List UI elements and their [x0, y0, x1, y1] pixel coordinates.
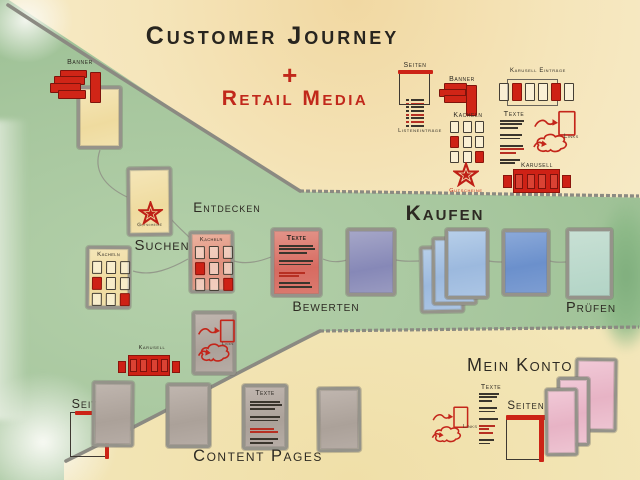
konto-page-card-front	[544, 387, 579, 457]
background-fade-left	[0, 120, 28, 420]
title-subtitle: Retail Media	[221, 87, 369, 110]
gutscheine-star-icon	[136, 199, 165, 230]
legend-listeneintraege-label: Listeneinträge	[398, 128, 442, 134]
legend-karusell-eintraege-label: Karusell Einträge	[510, 68, 566, 74]
background-fade-topleft	[0, 0, 73, 63]
karusell-mid-label: Karusell	[138, 345, 166, 351]
content-texte-label: Texte	[255, 390, 275, 397]
legend-karusell-eintraege-icon	[499, 83, 574, 101]
purple-card	[346, 228, 396, 296]
gutscheine-card-label: Gutscheine	[137, 222, 163, 229]
entdecken-kacheln-label: Kacheln	[199, 236, 223, 244]
page-title: Customer Journey	[145, 22, 400, 50]
legend-gutscheine-label: Gutscheine	[449, 188, 483, 194]
suchen-kacheln-label: Kacheln	[97, 251, 121, 259]
bewerten-texte-card: Texte	[271, 228, 322, 297]
links-card-icon: Links	[196, 317, 236, 369]
legend-seiten-label: Seiten	[403, 62, 427, 69]
suchen-kacheln-grid	[91, 260, 131, 307]
legend-seiten-icon	[398, 70, 433, 105]
kaufen-card-front	[445, 228, 489, 299]
content-page-card-1	[91, 380, 135, 448]
legend-links-icon: Links	[531, 108, 587, 160]
bewerten-texte-label: Texte	[286, 233, 307, 242]
stage-label-pruefen: Prüfen	[565, 300, 617, 316]
legend-kacheln-label: Kacheln	[453, 112, 483, 119]
banner-label-topleft: Banner	[67, 59, 93, 66]
seiten-label-konto: Seiten	[507, 400, 545, 412]
legend-texte-label: Texte	[503, 109, 525, 118]
stage-label-kaufen: Kaufen	[405, 202, 485, 225]
suchen-kacheln-card: Kacheln	[85, 245, 132, 310]
pruefen-card	[566, 228, 613, 299]
konto-links-icon: Links	[430, 404, 478, 449]
boundary-line-top-horizontal	[299, 189, 640, 198]
stage-label-suchen: Suchen	[134, 237, 190, 254]
gutscheine-card: Gutscheine	[126, 166, 173, 237]
entdecken-kacheln-grid	[194, 245, 234, 292]
konto-texte-lines	[479, 393, 500, 446]
kaufen-dark-blue-card	[502, 229, 550, 296]
content-texte-lines	[250, 401, 284, 445]
legend-texte-icon	[500, 120, 527, 166]
bewerten-texte-lines	[279, 245, 315, 289]
stage-label-entdecken: Entdecken	[193, 200, 261, 215]
boundary-line-top-diagonal	[6, 3, 302, 193]
stage-label-mein-konto: Mein Konto	[467, 355, 573, 375]
legend-banner-label: Banner	[449, 76, 475, 83]
legend-karusell-label: Karusell	[521, 162, 553, 169]
connector-lines	[97, 149, 567, 274]
title-plus-sign: +	[282, 60, 298, 90]
legend-gutscheine-icon	[451, 160, 481, 188]
links-card: Links	[192, 311, 236, 375]
legend-listeneintraege-icon	[406, 99, 424, 129]
legend-kacheln-icon	[450, 121, 484, 163]
stage-label-bewerten: Bewerten	[292, 298, 360, 314]
stage-label-content-pages: Content Pages	[193, 447, 323, 465]
seiten-icon-konto	[506, 415, 547, 462]
entdecken-kacheln-card: Kacheln	[188, 230, 235, 294]
content-page-card-2	[166, 383, 211, 448]
boundary-line-bottom-horizontal	[319, 325, 640, 333]
content-texte-card: Texte	[242, 384, 288, 450]
content-page-card-3	[316, 386, 362, 453]
konto-texte-label: Texte	[480, 384, 502, 391]
